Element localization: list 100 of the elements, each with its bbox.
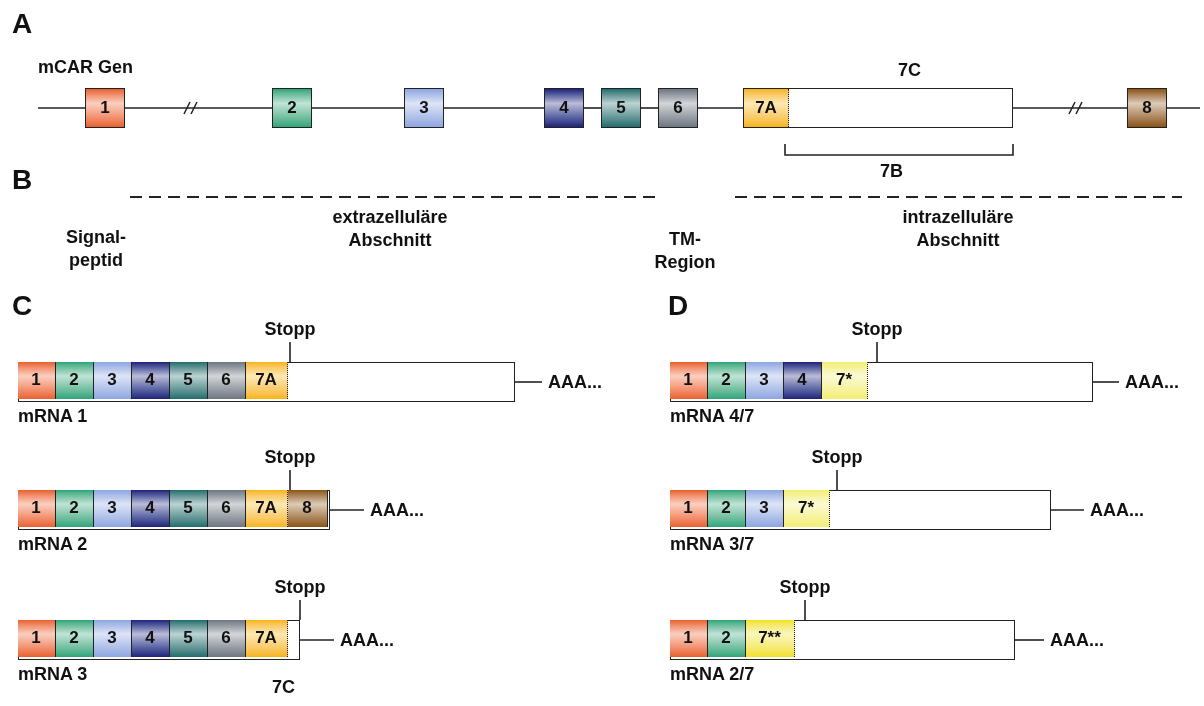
mrna-box	[18, 362, 515, 402]
exon-segment: 4	[783, 361, 822, 399]
exon-segment: 6	[207, 489, 246, 527]
leader-line	[289, 341, 291, 363]
poly-a-tail-line	[1014, 639, 1045, 641]
exon-segment: 7A	[245, 361, 288, 399]
stop-label: Stopp	[268, 574, 332, 598]
exon-segment: 2	[55, 489, 94, 527]
panel-letter: D	[668, 289, 689, 323]
exon-box: 3	[404, 88, 444, 128]
leader-line	[289, 469, 291, 491]
region-label: extrazelluläre Abschnitt	[331, 206, 449, 251]
stop-label: Stopp	[258, 444, 322, 468]
exon-segment: 1	[669, 619, 708, 657]
gene-label: mCAR Gen	[38, 56, 133, 79]
poly-a-tail-line	[329, 509, 365, 511]
exon-box: 4	[544, 88, 584, 128]
intron-line	[37, 107, 86, 109]
exon-segment: 3	[93, 361, 132, 399]
exon-region-label: 7B	[880, 160, 903, 183]
exon-segment: 3	[745, 361, 784, 399]
poly-a-tail-line	[299, 639, 335, 641]
exon-segment: 8	[287, 489, 328, 527]
exon-segment: 5	[169, 361, 208, 399]
mrna-box	[670, 490, 1051, 530]
region-label: Signal- peptid	[65, 226, 127, 271]
exon-segment: 1	[669, 489, 708, 527]
exon-segment: 2	[707, 489, 746, 527]
stop-label: Stopp	[773, 574, 837, 598]
exon-box: 5	[601, 88, 641, 128]
exon-segment: 5	[169, 489, 208, 527]
exon-box: 8	[1127, 88, 1167, 128]
leader-line	[876, 341, 878, 363]
stop-label: Stopp	[805, 444, 869, 468]
panel-letter: A	[12, 7, 33, 41]
exon-segment: 4	[131, 361, 170, 399]
intron-line	[697, 107, 744, 109]
poly-a-label: AAA...	[1050, 628, 1140, 652]
exon-segment: 6	[207, 361, 246, 399]
exon-segment: 5	[169, 619, 208, 657]
mrna-box	[18, 620, 300, 660]
exon-segment: 7*	[821, 361, 868, 399]
exon-segment: 4	[131, 619, 170, 657]
region-label: intrazelluläre Abschnitt	[901, 206, 1015, 251]
intron-line	[124, 107, 273, 109]
exon-segment: 1	[669, 361, 708, 399]
exon-segment: 2	[707, 619, 746, 657]
leader-line	[836, 469, 838, 491]
intron-line	[443, 107, 545, 109]
panel-letter: C	[12, 289, 33, 323]
poly-a-label: AAA...	[370, 498, 460, 522]
exon-segment: 7A	[245, 619, 288, 657]
exon-box: 2	[272, 88, 312, 128]
mrna-box	[18, 490, 330, 530]
transcript-label: 7C	[898, 60, 921, 81]
poly-a-tail-line	[514, 381, 543, 383]
transcript-label: mRNA 3/7	[670, 534, 755, 555]
intron-line	[1166, 107, 1201, 109]
panel-letter: B	[12, 163, 33, 197]
mrna-box	[670, 620, 1015, 660]
poly-a-tail-line	[1092, 381, 1120, 383]
transcript-label: mRNA 4/7	[670, 406, 755, 427]
transcript-label: mRNA 1	[18, 406, 88, 427]
poly-a-label: AAA...	[340, 628, 430, 652]
intron-line	[311, 107, 405, 109]
leader-line	[299, 599, 301, 621]
transcript-label: mRNA 2/7	[670, 664, 755, 685]
exon-box	[743, 88, 1013, 128]
poly-a-label: AAA...	[1090, 498, 1180, 522]
exon-segment: 3	[93, 619, 132, 657]
exon-box: 1	[85, 88, 125, 128]
exon-segment-label: 7A	[744, 89, 789, 127]
exon-segment: 3	[93, 489, 132, 527]
exon-segment: 1	[17, 489, 56, 527]
stop-label: Stopp	[258, 316, 322, 340]
exon-segment: 1	[17, 619, 56, 657]
transcript-label: mRNA 3	[18, 664, 88, 685]
transcript-label: mRNA 2	[18, 534, 88, 555]
poly-a-label: AAA...	[548, 370, 638, 394]
exon-segment: 1	[17, 361, 56, 399]
exon-segment: 2	[707, 361, 746, 399]
exon-segment: 7A	[245, 489, 288, 527]
stop-label: Stopp	[845, 316, 909, 340]
exon-segment: 7*	[783, 489, 830, 527]
intron-line	[640, 107, 659, 109]
exon-segment: 4	[131, 489, 170, 527]
exon-segment: 2	[55, 619, 94, 657]
exon-segment: 6	[207, 619, 246, 657]
intron-line	[1012, 107, 1128, 109]
intron-line	[583, 107, 602, 109]
mrna-box	[670, 362, 1093, 402]
leader-line	[804, 599, 806, 621]
poly-a-label: AAA...	[1125, 370, 1204, 394]
poly-a-tail-line	[1050, 509, 1085, 511]
exon-box: 6	[658, 88, 698, 128]
region-label: TM- Region	[653, 228, 717, 273]
exon-segment: 3	[745, 489, 784, 527]
exon-segment: 2	[55, 361, 94, 399]
exon-region-label: 7C	[272, 676, 295, 699]
exon-segment: 7**	[745, 619, 795, 657]
